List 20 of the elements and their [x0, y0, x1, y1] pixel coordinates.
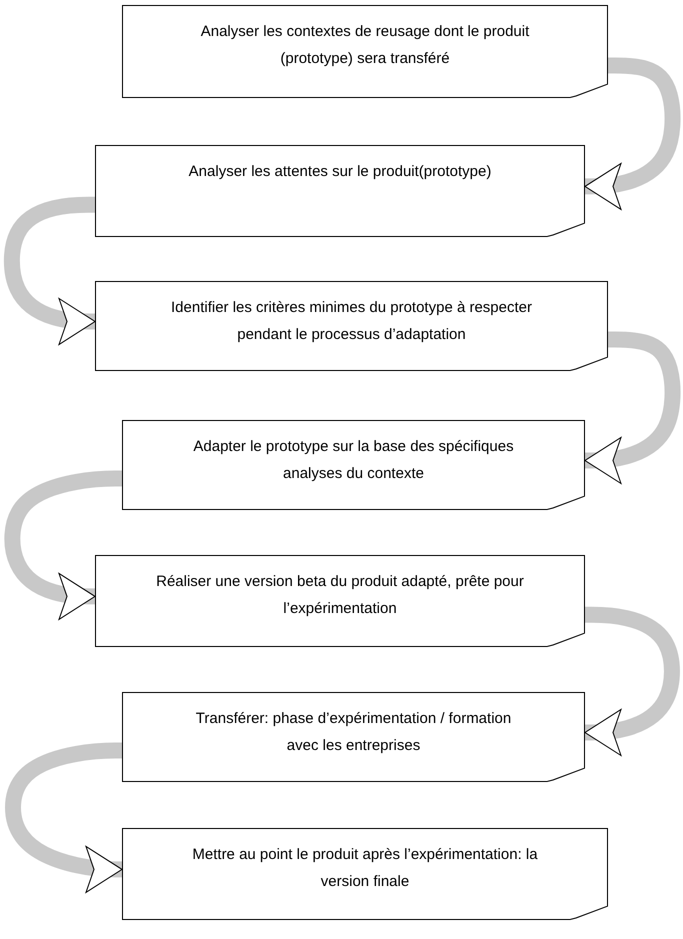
- curved-arrow: [584, 332, 681, 484]
- curved-arrow: [584, 57, 681, 210]
- curved-arrow: [584, 606, 680, 756]
- step-text: Mettre au point le produit après l’expérimentation: la version finale: [191, 845, 539, 892]
- curved-arrow: [4, 196, 96, 345]
- process-box: [122, 420, 585, 510]
- process-box: [122, 692, 585, 782]
- curved-arrow: [5, 742, 124, 893]
- process-box: [95, 281, 608, 371]
- process-box: [95, 145, 585, 237]
- step-text: Adapter le prototype sur la base des spécifiques analyses du contexte: [192, 437, 515, 484]
- step-text: Analyser les attentes sur le produit(prototype): [188, 162, 492, 182]
- process-box: [95, 555, 585, 647]
- step-text: Identifier les critères minimes du prototype à respecter pendant le processus d’adaptation: [170, 298, 533, 345]
- step-text: Transférer: phase d’expérimentation / formation avec les entreprises: [194, 709, 512, 756]
- curved-arrow: [4, 470, 124, 620]
- step-text: Analyser les contextes de reusage dont le produit (prototype) sera transféré: [200, 22, 530, 69]
- process-box: [122, 828, 608, 920]
- step-text: Réaliser une version beta du produit adapté, prête pour l’expérimentation: [156, 572, 524, 619]
- process-box: [122, 5, 608, 98]
